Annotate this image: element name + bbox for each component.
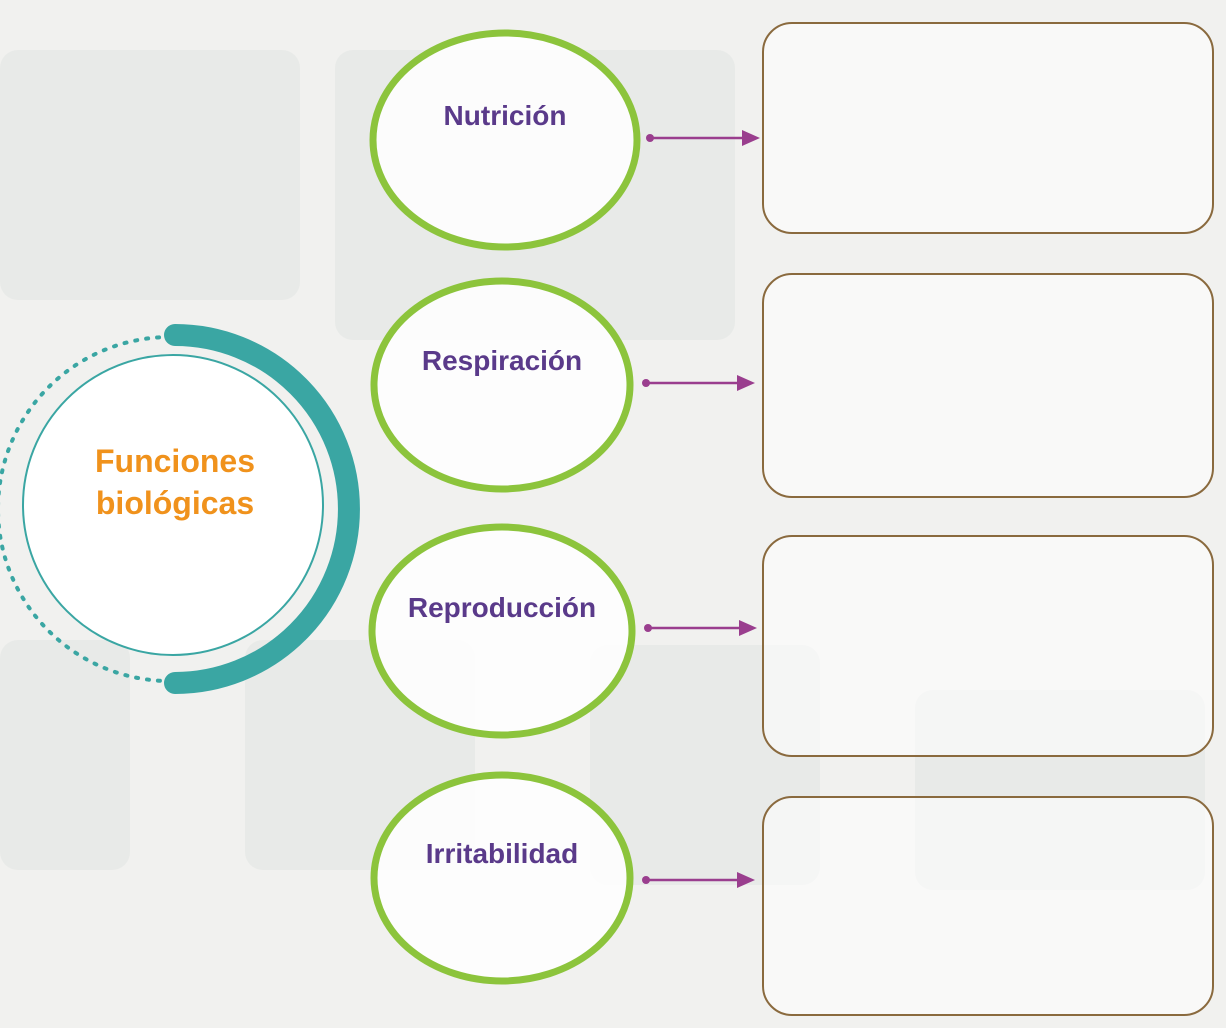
arrow-respiracion (642, 375, 755, 391)
function-label-reproduccion: Reproducción (407, 592, 597, 623)
function-ring-respiracion (370, 277, 634, 493)
center-title-line2: biológicas (95, 485, 255, 521)
answer-box-reproduccion[interactable] (762, 535, 1214, 757)
function-ring-irritabilidad (370, 771, 634, 985)
background-photo (0, 50, 300, 300)
answer-box-nutricion[interactable] (762, 22, 1214, 234)
answer-box-respiracion[interactable] (762, 273, 1214, 498)
arrow-irritabilidad (642, 872, 755, 888)
center-title: Funciones biológicas (40, 440, 310, 524)
answer-box-irritabilidad[interactable] (762, 796, 1214, 1016)
center-title-line1: Funciones (94, 443, 255, 479)
center-circle (22, 354, 324, 656)
arrow-nutricion (646, 130, 760, 146)
background-photo (0, 640, 130, 870)
function-ring-reproduccion (368, 523, 636, 739)
function-label-respiracion: Respiración (421, 345, 583, 376)
function-ring-nutricion (369, 29, 641, 251)
teal-arc (164, 324, 360, 694)
function-label-irritabilidad: Irritabilidad (425, 838, 579, 869)
arrow-reproduccion (644, 620, 757, 636)
function-label-nutricion: Nutrición (443, 100, 567, 131)
